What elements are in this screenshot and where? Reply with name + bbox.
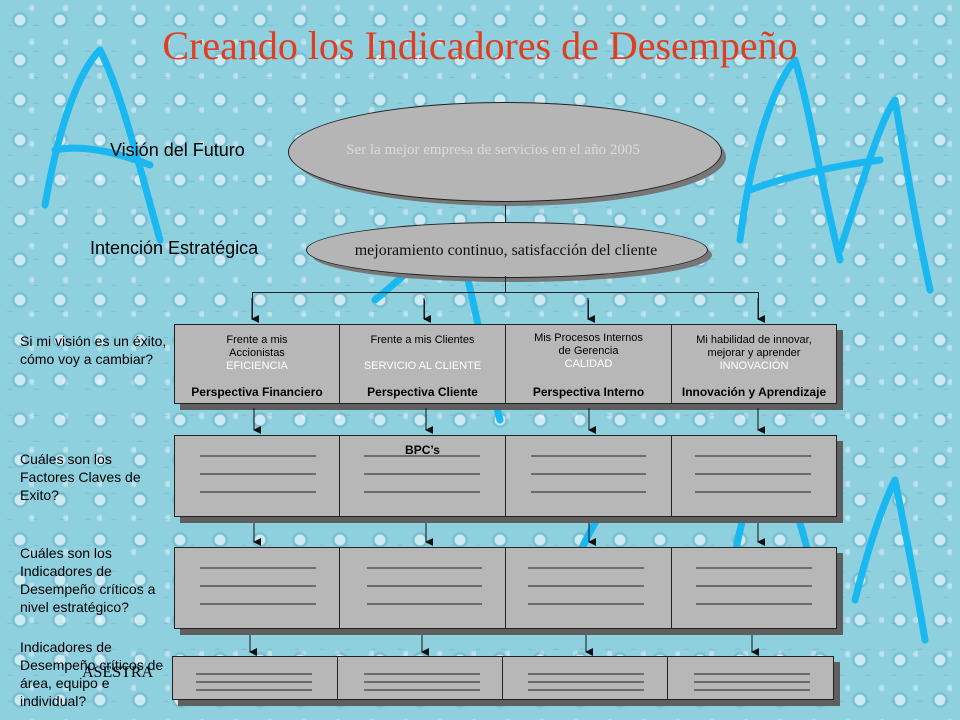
perspective-name: Perspectiva Cliente bbox=[367, 385, 478, 399]
indicator-box-2 bbox=[339, 547, 506, 629]
area-box-1 bbox=[172, 656, 338, 700]
area-box-3 bbox=[502, 656, 668, 700]
indicator-box-1 bbox=[174, 547, 340, 629]
branch-line bbox=[252, 292, 759, 293]
factor-box-4 bbox=[671, 435, 837, 517]
question-3: Cuáles son los Indicadores de Desempeño … bbox=[20, 545, 156, 615]
factor-box-2: BPC’s bbox=[339, 435, 506, 517]
factor-box-3 bbox=[505, 435, 672, 517]
perspective-name: Perspectiva Financiero bbox=[191, 385, 323, 399]
intencion-ellipse bbox=[306, 222, 708, 278]
vision-label: Visión del Futuro bbox=[110, 140, 245, 160]
perspective-line1: Mi habilidad de innovar, bbox=[696, 334, 812, 346]
perspective-box-financiero: Frente a mis Accionistas EFICIENCIA Pers… bbox=[174, 324, 340, 404]
connector-line bbox=[505, 276, 506, 292]
perspective-sub: INNOVACIÓN bbox=[719, 360, 789, 372]
perspective-box-innovacion: Mi habilidad de innovar, mejorar y apren… bbox=[671, 324, 837, 404]
page-title: Creando los Indicadores de Desempeño bbox=[162, 23, 798, 68]
perspective-sub: SERVICIO AL CLIENTE bbox=[363, 360, 482, 372]
indicator-box-3 bbox=[505, 547, 672, 629]
vision-text: Ser la mejor empresa de servicios en el … bbox=[346, 142, 640, 158]
area-box-4 bbox=[667, 656, 834, 700]
indicator-box-4 bbox=[671, 547, 837, 629]
perspective-line2: de Gerencia bbox=[558, 345, 619, 357]
area-box-2 bbox=[337, 656, 503, 700]
intencion-label: Intención Estratégica bbox=[90, 238, 259, 258]
footer-brand: ASESTRA bbox=[82, 664, 154, 681]
perspective-name: Perspectiva Interno bbox=[532, 385, 645, 399]
bpc-label: BPC’s bbox=[405, 443, 440, 457]
perspective-sub: CALIDAD bbox=[564, 358, 613, 370]
question-4: Indicadores de Desempeño críticos de áre… bbox=[20, 639, 164, 709]
intencion-text: mejoramiento continuo, satisfacción del … bbox=[354, 242, 658, 259]
factor-box-1 bbox=[174, 435, 340, 517]
perspective-box-interno: Mis Procesos Internos de Gerencia CALIDA… bbox=[505, 324, 672, 404]
perspective-line2: mejorar y aprender bbox=[707, 347, 801, 359]
perspective-line1: Frente a mis bbox=[226, 334, 288, 346]
perspective-name: Innovación y Aprendizaje bbox=[681, 385, 827, 399]
connector-line bbox=[505, 205, 506, 223]
perspective-sub: EFICIENCIA bbox=[226, 360, 288, 372]
perspective-line1: Mis Procesos Internos bbox=[534, 332, 643, 344]
vision-ellipse bbox=[288, 102, 722, 202]
perspective-box-cliente: Frente a mis Clientes SERVICIO AL CLIENT… bbox=[339, 324, 506, 404]
question-1: Si mi visión es un éxito, cómo voy a cam… bbox=[20, 333, 167, 367]
perspective-line2: Accionistas bbox=[229, 347, 285, 359]
question-2: Cuáles son los Factores Claves de Exito? bbox=[20, 451, 141, 503]
perspective-line1: Frente a mis Clientes bbox=[370, 334, 475, 346]
